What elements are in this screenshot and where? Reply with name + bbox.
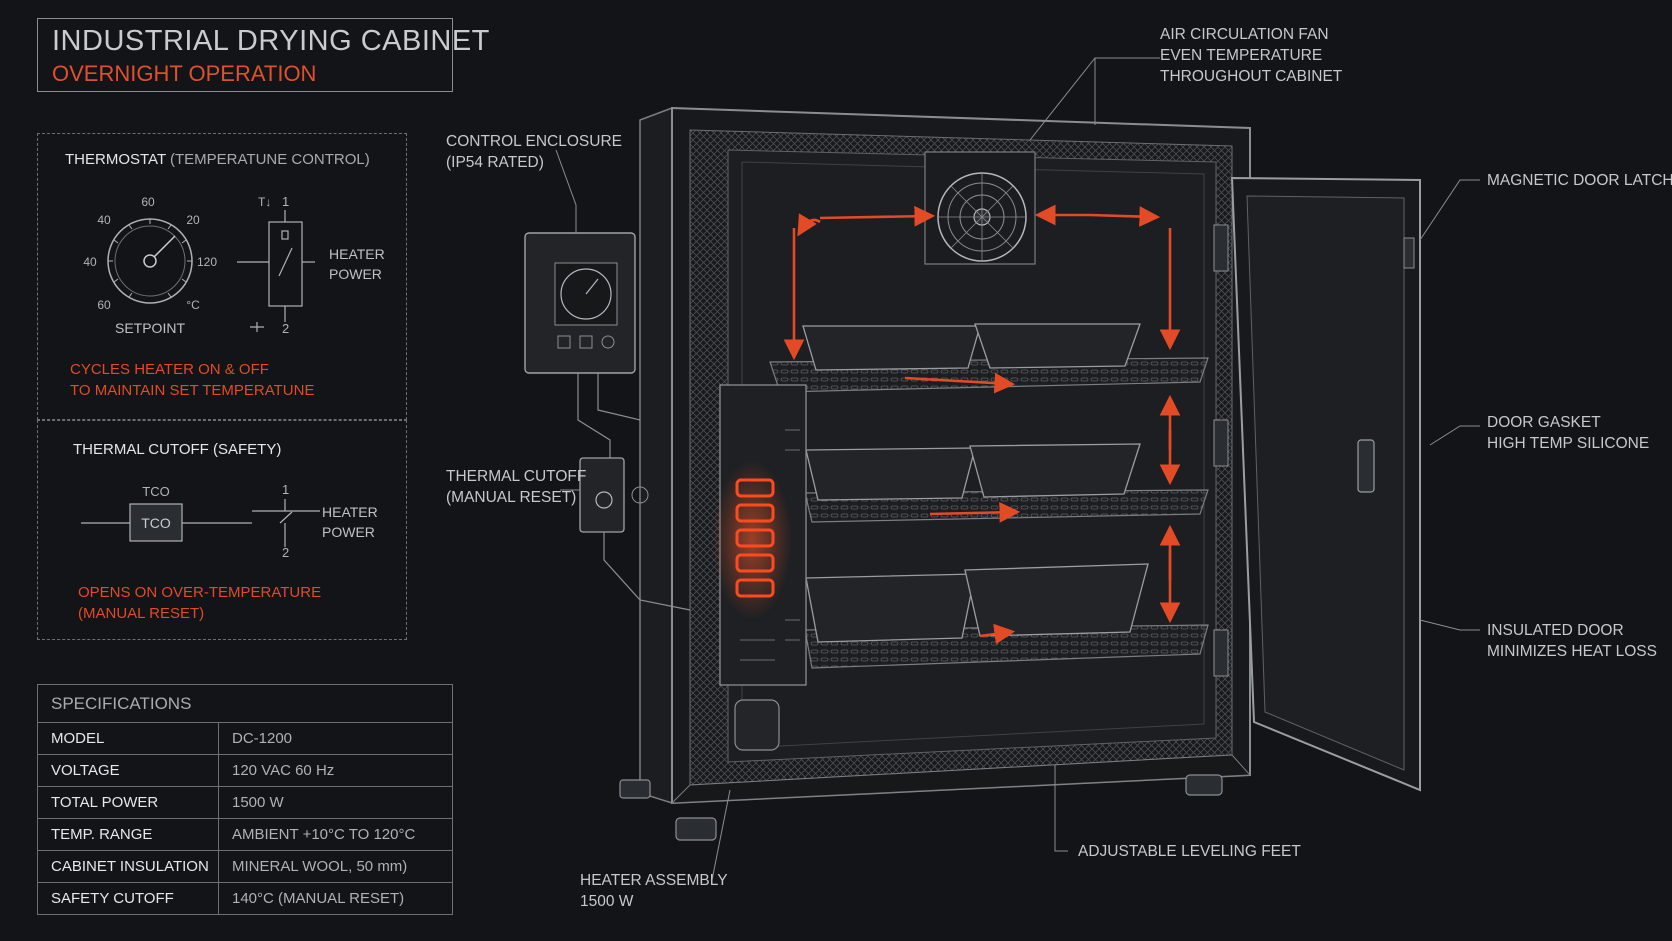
dial-label-60b: 60 [97,298,111,312]
spec-key: MODEL [37,722,219,755]
insulated-door-icon [1213,176,1421,792]
tray-icon [802,323,1149,643]
switch-label-1: 1 [282,194,289,209]
cutoff-note-1: OPENS ON OVER-TEMPERATURE [78,584,321,601]
thermostat-title-main: THERMOSTAT [65,151,166,168]
callout-door-latch: MAGNETIC DOOR LATCH [1487,172,1672,189]
cutoff-panel [37,420,407,640]
fan-icon [924,151,1036,265]
callout-gasket-2: HIGH TEMP SILICONE [1487,435,1650,452]
callout-control-1: CONTROL ENCLOSURE [446,133,622,150]
dial-label-20: 20 [186,213,200,227]
tco-symbol-icon [81,499,320,547]
callout-heater-1: HEATER ASSEMBLY [580,872,728,889]
tco-top-label: TCO [142,484,169,499]
callout-control-2: (IP54 RATED) [446,154,544,171]
leveling-foot-icon [619,774,1223,841]
spec-key: SAFETY CUTOFF [37,882,219,915]
callout-heater-2: 1500 W [580,893,634,910]
spec-value: DC-1200 [218,722,453,755]
heater-power-label-1a: HEATER [329,246,385,262]
thermostat-switch-icon [237,210,315,332]
callout-insulated-door: INSULATED DOOR MINIMIZES HEAT LOSS [1487,620,1657,662]
dial-label-40: 40 [97,213,111,227]
page-subtitle: OVERNIGHT OPERATION [52,61,317,86]
callout-leaders [555,57,1480,881]
switch-label-t: T↓ [258,195,271,209]
spec-key: CABINET INSULATION [37,850,219,883]
callout-fan-3: THROUGHOUT CABINET [1160,68,1343,85]
dial-label-120: 120 [197,255,217,269]
callout-door-gasket: DOOR GASKET HIGH TEMP SILICONE [1487,412,1649,454]
dial-label-60: 60 [141,195,155,209]
spec-key: VOLTAGE [37,754,219,787]
callout-fan-1: AIR CIRCULATION FAN [1160,26,1329,43]
spec-value: MINERAL WOOL, 50 mm) [218,850,453,883]
callout-door-2: MINIMIZES HEAT LOSS [1487,643,1657,660]
heater-power-label-2a: HEATER [322,504,378,520]
thermostat-note-1: CYCLES HEATER ON & OFF [70,361,269,378]
airflow-arrows [783,204,1181,645]
spec-key: TOTAL POWER [37,786,219,819]
spec-key: TEMP. RANGE [37,818,219,851]
spec-value: 140°C (MANUAL RESET) [218,882,453,915]
dial-label-40b: 40 [83,255,97,269]
callout-control-enclosure: CONTROL ENCLOSURE (IP54 RATED) [446,131,622,173]
callout-fan-2: EVEN TEMPERATURE [1160,47,1323,64]
spec-value: 1500 W [218,786,453,819]
spec-value: 120 VAC 60 Hz [218,754,453,787]
callout-heater-assembly: HEATER ASSEMBLY 1500 W [580,870,728,912]
callout-cutoff-1: THERMAL CUTOFF [446,468,587,485]
tco-box-label: TCO [141,515,171,531]
switch-label-2: 2 [282,321,289,336]
heater-assembly-icon [712,384,807,751]
specifications-title: SPECIFICATIONS [37,684,453,723]
heater-power-label-1b: POWER [329,266,382,282]
tco-switch-label-1: 1 [282,482,289,497]
callout-door-1: INSULATED DOOR [1487,622,1624,639]
title-block: INDUSTRIAL DRYING CABINET OVERNIGHT OPER… [37,18,489,92]
callout-leveling-feet: ADJUSTABLE LEVELING FEET [1078,843,1301,860]
callout-fan: AIR CIRCULATION FAN EVEN TEMPERATURE THR… [1160,24,1342,87]
callout-gasket-1: DOOR GASKET [1487,414,1601,431]
thermostat-title: THERMOSTAT (TEMPERATUNE CONTROL) [65,151,370,168]
setpoint-label: SETPOINT [115,320,185,336]
callout-thermal-cutoff: THERMAL CUTOFF (MANUAL RESET) [446,466,586,508]
thermostat-panel [37,133,407,420]
callout-cutoff-2: (MANUAL RESET) [446,489,577,506]
cutoff-title: THERMAL CUTOFF (SAFETY) [73,441,282,458]
control-enclosure-icon [524,232,641,460]
page-title: INDUSTRIAL DRYING CABINET [52,25,490,57]
dial-label-unit: °C [186,298,200,312]
thermostat-note-2: TO MAINTAIN SET TEMPERATUNE [70,382,314,399]
thermostat-title-note: (TEMPERATUNE CONTROL) [170,151,370,168]
cabinet-illustration [524,106,1421,841]
thermal-cutoff-icon [579,457,691,611]
cutoff-note-2: (MANUAL RESET) [78,605,204,622]
thermostat-dial-icon [107,218,193,304]
tco-switch-label-2: 2 [282,545,289,560]
spec-value: AMBIENT +10°C TO 120°C [218,818,453,851]
heater-power-label-2b: POWER [322,524,375,540]
